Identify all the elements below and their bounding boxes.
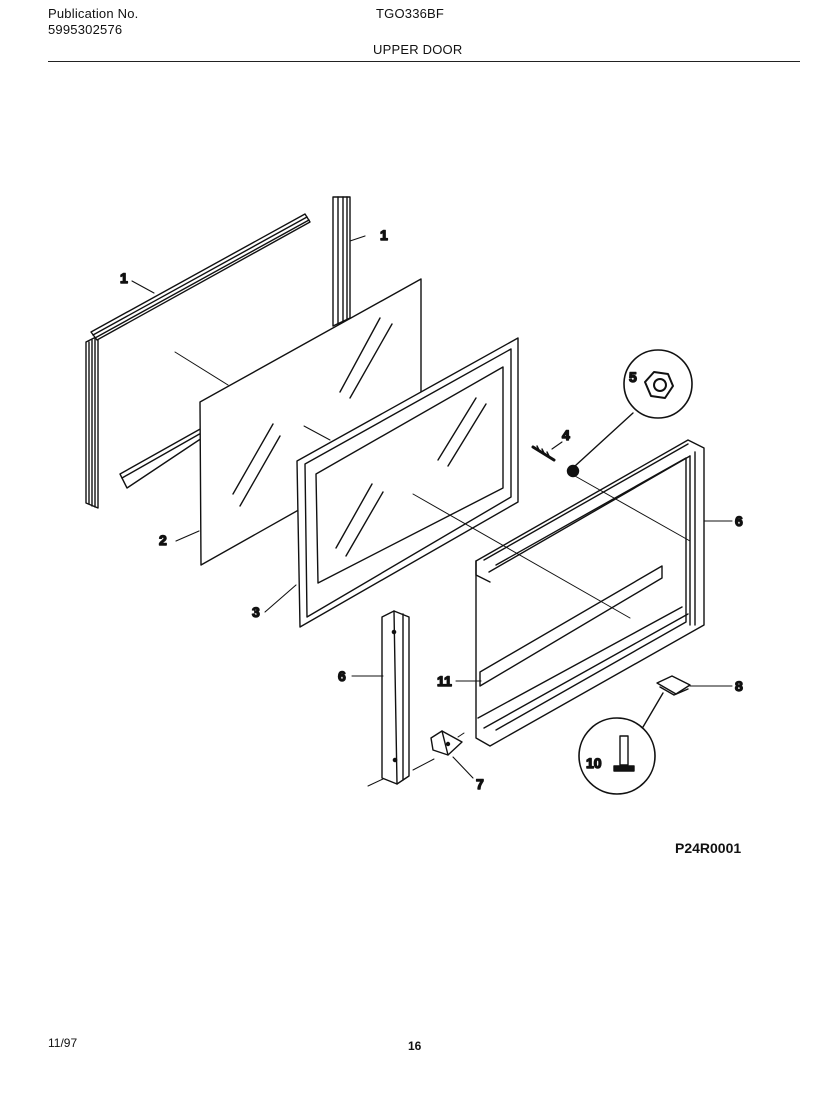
header-rule: [48, 61, 800, 62]
figure-code: P24R0001: [675, 840, 742, 856]
angle-bracket-part: [430, 730, 463, 756]
model-number: TGO336BF: [376, 6, 445, 21]
callout-label: 6: [735, 513, 743, 529]
callout-label: 11: [437, 673, 452, 689]
bolt-detail-part: [578, 692, 664, 795]
leader-lines: [131, 235, 733, 779]
inner-glass-panel-part: [199, 278, 422, 566]
publication-number: 5995302576: [48, 22, 123, 37]
outer-glass-panel-part: [296, 337, 519, 628]
seal-strip-right-part: [332, 196, 351, 327]
callout-label: 5: [629, 369, 637, 385]
seal-strip-top-part: [90, 213, 311, 341]
side-bracket-part: [381, 610, 410, 785]
callout-label: 4: [562, 427, 570, 443]
callout-label: 6: [338, 668, 346, 684]
callout-label: 7: [476, 776, 484, 792]
footer-date: 11/97: [48, 1036, 78, 1050]
screw-part: [531, 445, 580, 478]
clip-part: [656, 675, 691, 696]
callout-label: 3: [252, 604, 260, 620]
assembly-reference-lines: [174, 351, 691, 787]
callout-label: 10: [586, 755, 602, 771]
publication-label: Publication No.: [48, 6, 139, 21]
callout-label: 8: [735, 678, 743, 694]
section-title: UPPER DOOR: [373, 42, 463, 57]
page-number: 16: [408, 1039, 422, 1053]
seal-strip-left-part: [85, 335, 99, 509]
callout-label: 2: [159, 532, 167, 548]
callout-label: 1: [120, 270, 128, 286]
nut-detail-part: [574, 349, 693, 467]
seal-strip-bottom-part: [119, 427, 206, 489]
callout-label: 1: [380, 227, 388, 243]
